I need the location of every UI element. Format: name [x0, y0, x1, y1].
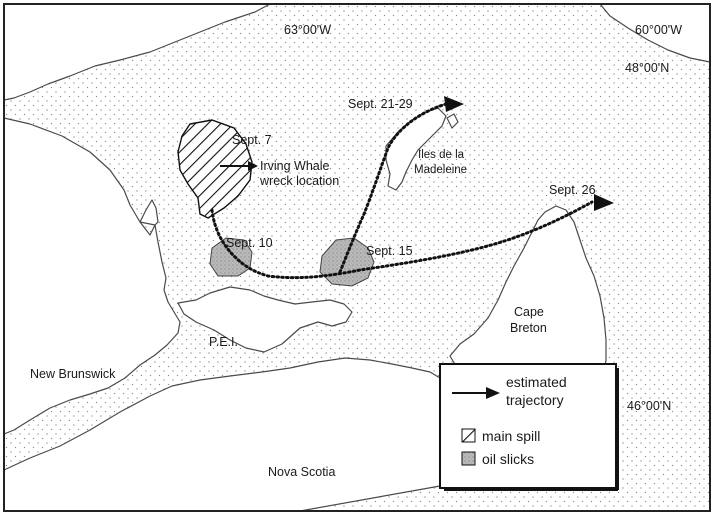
pei-land [177, 286, 353, 353]
main-spill-area [177, 119, 253, 219]
longitude-63-label: 63°00'W [284, 23, 331, 37]
legend [439, 363, 619, 491]
legend-oil-slicks-label: oil slicks [482, 451, 534, 467]
miscou-peninsula [139, 199, 159, 226]
trajectory-arrowhead-east [594, 194, 614, 211]
sept-15-label: Sept. 15 [366, 244, 413, 258]
new-brunswick-land [3, 117, 181, 435]
cape-breton-label-line2: Breton [510, 321, 547, 335]
sept-10-label: Sept. 10 [226, 236, 273, 250]
legend-main-spill-swatch [461, 428, 476, 443]
iles-madeleine-label-line1: Iles de la [418, 149, 465, 161]
iles-madeleine-islet [446, 113, 459, 129]
sept-26-label: Sept. 26 [549, 183, 596, 197]
legend-trajectory-arrowhead [486, 387, 500, 399]
legend-oil-slicks-swatch [461, 451, 476, 466]
wreck-label-line2: wreck location [259, 174, 339, 188]
nova-scotia-label: Nova Scotia [268, 465, 335, 479]
latitude-48-label: 48°00'N [625, 61, 669, 75]
map-border [3, 3, 711, 512]
new-brunswick-label: New Brunswick [30, 367, 116, 381]
sept-21-29-label: Sept. 21-29 [348, 97, 413, 111]
longitude-60-label: 60°00'W [635, 23, 682, 37]
legend-trajectory-label-line1: estimated [506, 374, 567, 390]
sept-7-label: Sept. 7 [232, 133, 272, 147]
legend-main-spill-label: main spill [482, 428, 540, 444]
iles-madeleine-label-line2: Madeleine [414, 164, 467, 176]
pei-label: P.E.I. [209, 335, 238, 349]
gaspe-land [3, 3, 271, 101]
trajectory-arrowhead-north [444, 96, 464, 112]
wreck-label-line1: Irving Whale [260, 159, 330, 173]
legend-trajectory-label-line2: trajectory [506, 392, 564, 408]
wreck-pointer-arrowhead [248, 161, 258, 171]
latitude-46-label: 46°00'N [627, 399, 671, 413]
cape-breton-label-line1: Cape [514, 305, 544, 319]
estimated-trajectory [210, 102, 594, 280]
